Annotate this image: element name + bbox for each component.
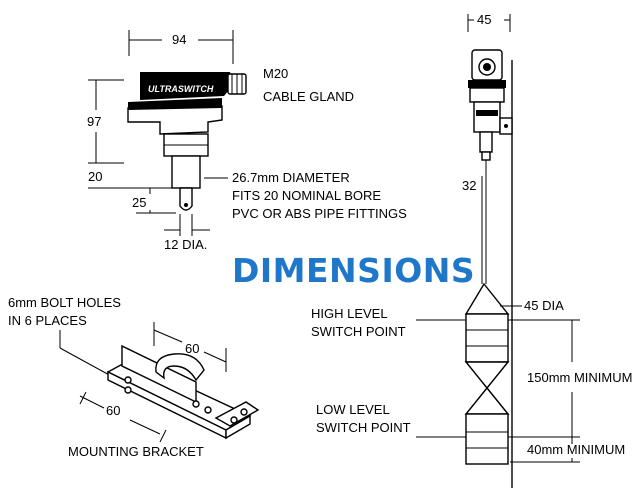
- mounting-bracket-drawing: 60 60: [59, 322, 260, 443]
- float-switch-drawing: 45 32: [416, 12, 580, 488]
- tip-dia-dim: 12 DIA.: [164, 237, 207, 252]
- float-dia-label: 45 DIA: [524, 298, 564, 313]
- switch-head-drawing: 94 97 20 ULTRASWITCH 25: [87, 30, 247, 252]
- stem-dim: 25: [132, 195, 146, 210]
- brand-logo: ULTRASWITCH: [148, 84, 214, 94]
- diameter-label-3: PVC OR ABS PIPE FITTINGS: [232, 206, 407, 221]
- low-level-label-2: SWITCH POINT: [316, 420, 411, 435]
- high-level-label-2: SWITCH POINT: [311, 324, 406, 339]
- min-150-label: 150mm MINIMUM: [527, 370, 632, 385]
- gland-label-1: M20: [263, 66, 288, 81]
- float-width-dim: 45: [477, 12, 491, 27]
- bolt-holes-label-1: 6mm BOLT HOLES: [8, 295, 121, 310]
- bolt-holes-label-2: IN 6 PLACES: [8, 313, 87, 328]
- diameter-label-2: FITS 20 NOMINAL BORE: [232, 188, 381, 203]
- high-level-label-1: HIGH LEVEL: [311, 306, 388, 321]
- head-height-dim: 97: [87, 114, 101, 129]
- page-title: DIMENSIONS: [232, 251, 475, 290]
- head-width-dim: 94: [172, 32, 186, 47]
- bracket-caption: MOUNTING BRACKET: [68, 444, 204, 459]
- bracket-dim-a: 60: [185, 341, 199, 356]
- head-lower-dim: 20: [88, 169, 102, 184]
- diameter-label-1: 26.7mm DIAMETER: [232, 170, 350, 185]
- bracket-dim-b: 60: [106, 403, 120, 418]
- cable-dim: 32: [462, 178, 476, 193]
- gland-label-2: CABLE GLAND: [263, 89, 354, 104]
- low-level-label-1: LOW LEVEL: [316, 402, 390, 417]
- min-40-label: 40mm MINIMUM: [527, 442, 625, 457]
